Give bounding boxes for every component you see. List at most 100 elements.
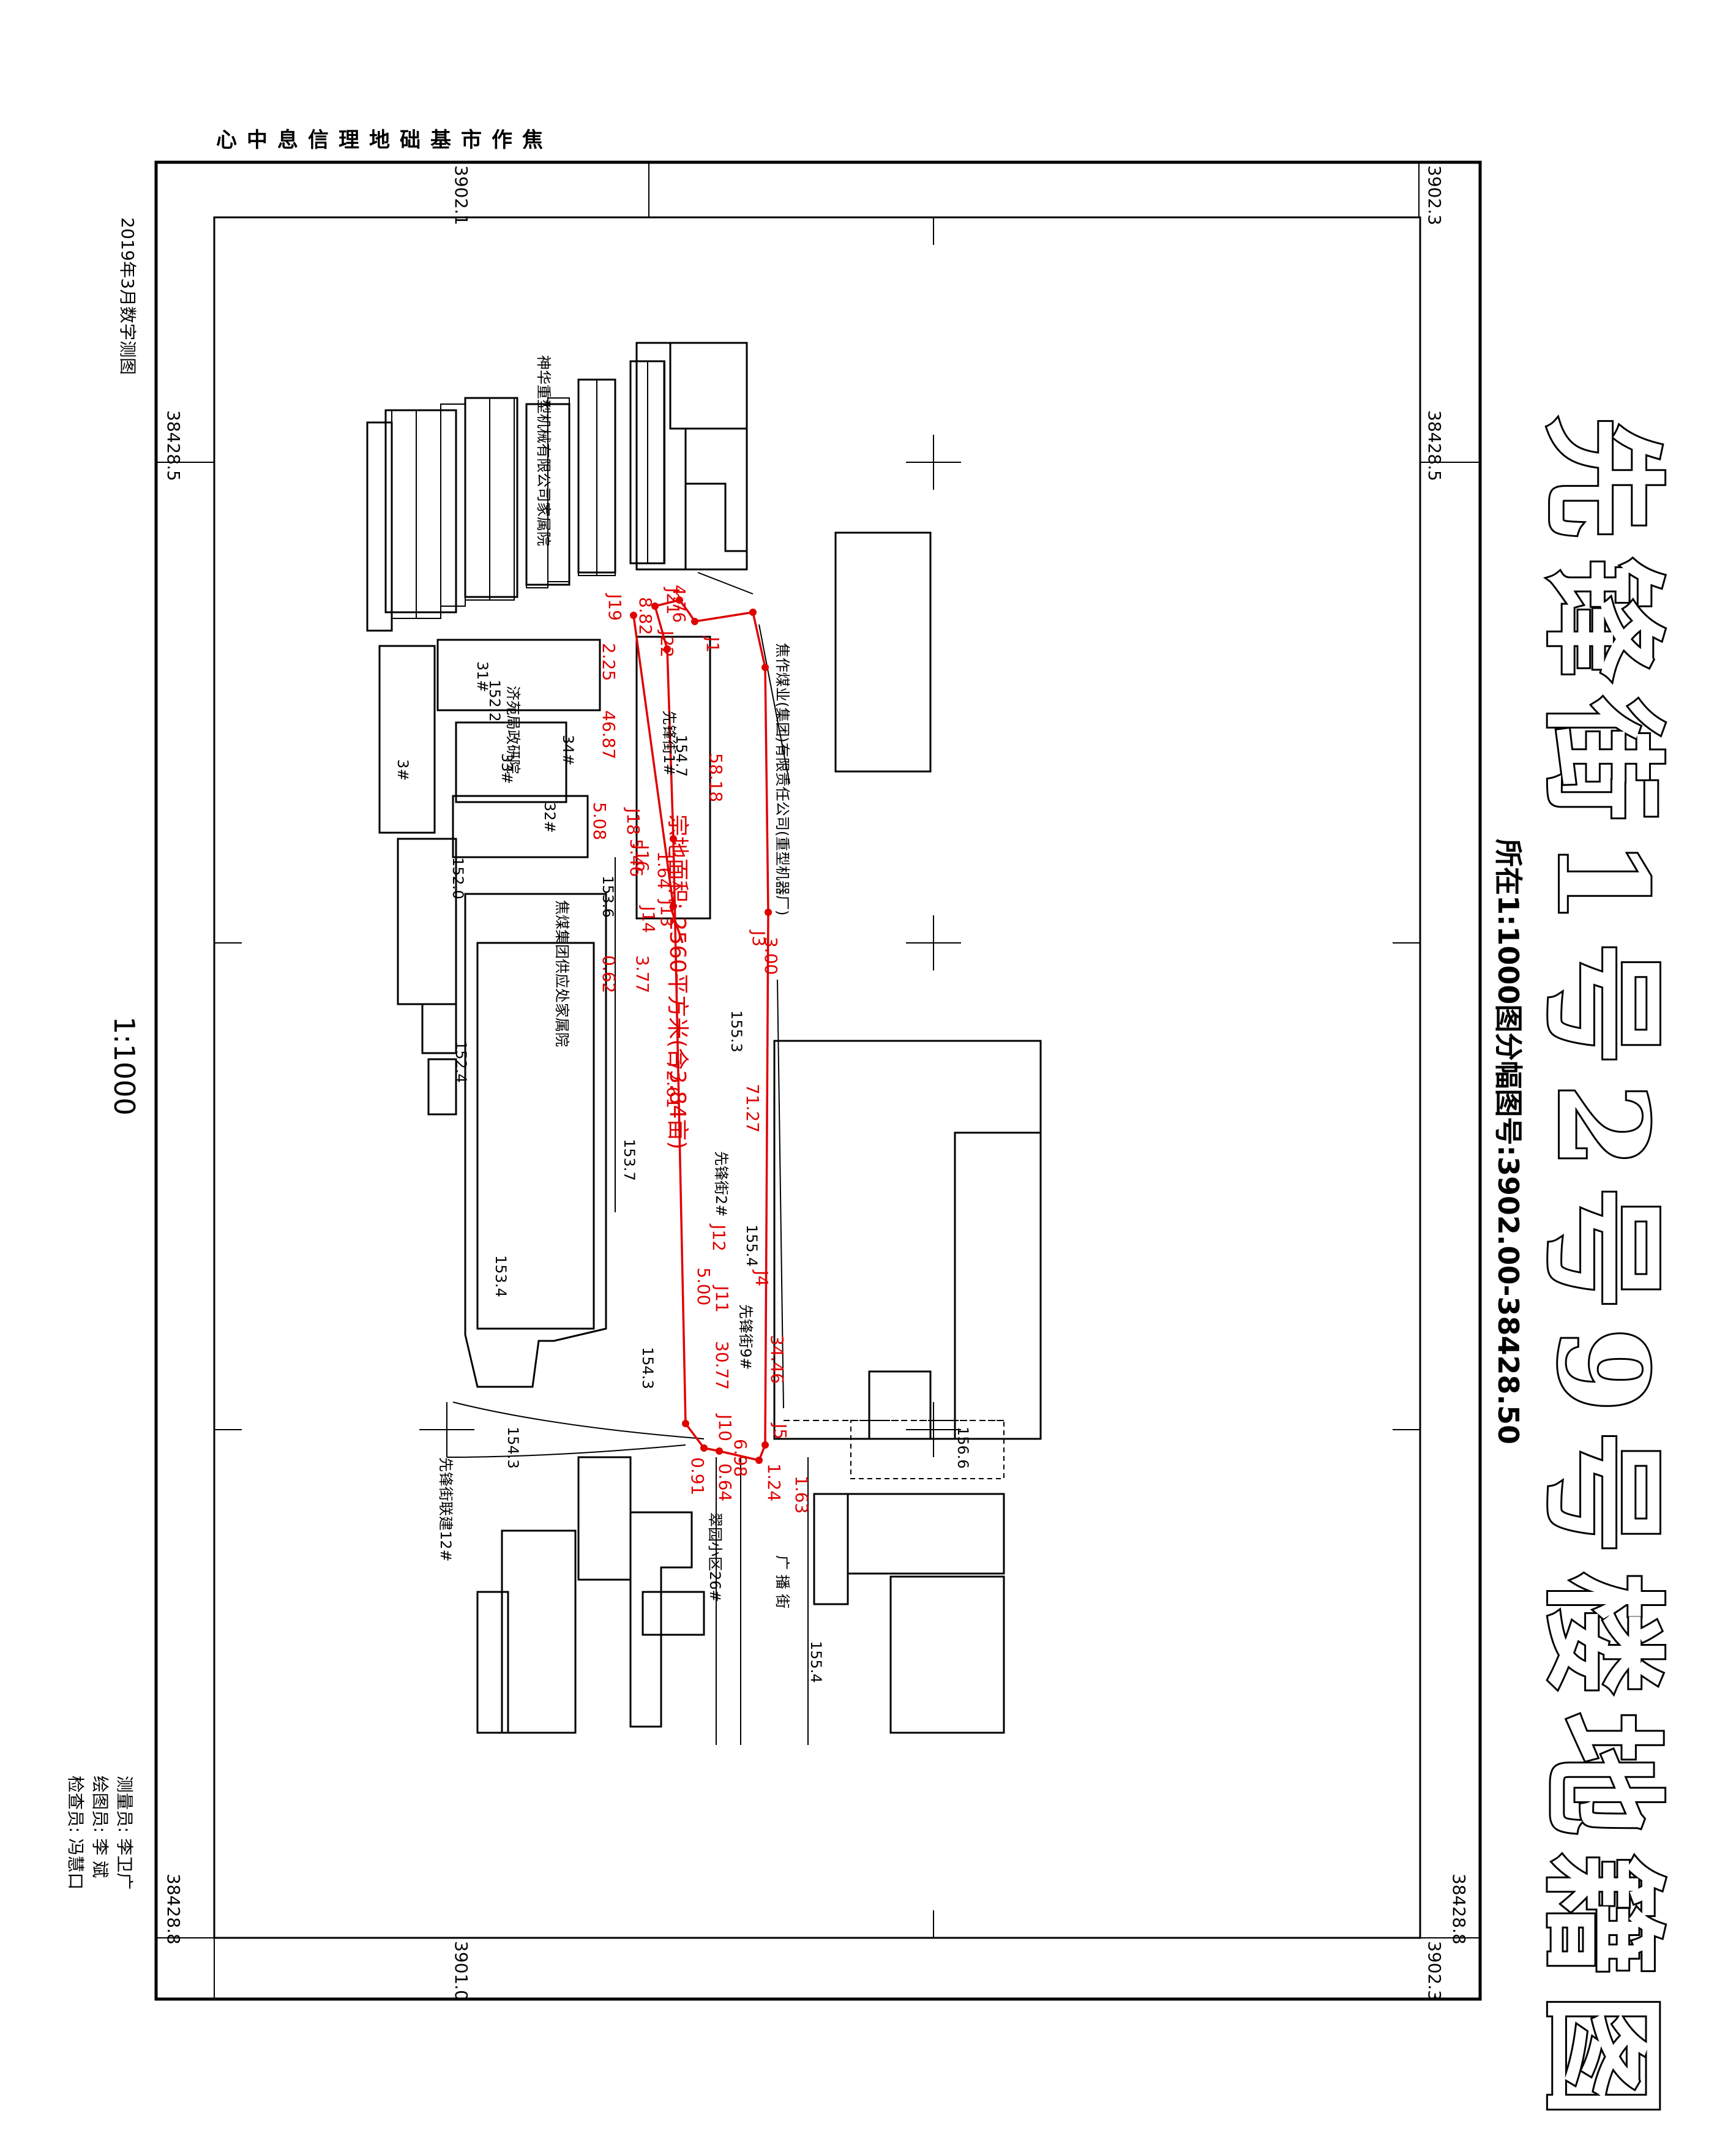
label-b32: 32# — [541, 802, 558, 833]
label-b34: 34# — [559, 735, 577, 766]
point-j10: J10 — [715, 1413, 735, 1441]
scale-label: 1:1000 — [108, 1016, 141, 1116]
road-elev: 155.4 — [807, 1641, 825, 1683]
elev-9: 156.6 — [954, 1427, 971, 1469]
point-j16: J16 — [632, 844, 653, 872]
label-b33: 33# — [498, 753, 515, 784]
label-bldg9: 先锋街9# — [737, 1304, 754, 1370]
edge-5-00: 5.00 — [694, 1267, 714, 1305]
institution-name: 焦 作 市 基 础 地 理 信 息 中 心 — [202, 122, 545, 159]
edge-0-91: 0.91 — [687, 1457, 708, 1495]
residential-grid — [367, 361, 665, 631]
outer-frame — [154, 160, 1482, 2001]
edge-1-64: 1.64 — [654, 851, 674, 889]
label-yard-center: 济苑局政研院 — [504, 686, 522, 774]
edge-1-24: 1.24 — [764, 1463, 784, 1501]
grid-label-right-bottom: 38428.8 — [1449, 1874, 1469, 1945]
checker: 检查员: 冯慧口 — [65, 1776, 86, 1890]
parcel-labels: 宗地面积: 2560平方米(合3.84亩) 58.18 71.27 34.46 … — [589, 585, 812, 1514]
point-j3: J3 — [749, 929, 769, 947]
edge-58-18: 58.18 — [706, 753, 726, 802]
point-j14: J14 — [638, 905, 659, 933]
point-j5: J5 — [770, 1422, 790, 1439]
elev-7: 153.4 — [492, 1255, 509, 1297]
inst-char: 中 — [247, 128, 268, 152]
label-bldg2: 先锋街2# — [713, 1151, 730, 1217]
label-b3: 3# — [394, 759, 411, 781]
elev-6: 152.4 — [452, 1041, 470, 1083]
elev-10: 154.7 — [673, 735, 690, 777]
roads — [446, 572, 1005, 1745]
elev-3: 154.3 — [639, 1347, 656, 1389]
edge-8-82: 8.82 — [635, 597, 656, 635]
edge-6-98: 6.98 — [730, 1439, 750, 1477]
inst-char: 信 — [308, 128, 329, 152]
label-company: 焦作煤业(集团)有限责任公司(重型机器厂) — [774, 643, 791, 915]
edge-3-00: 3.00 — [761, 937, 781, 975]
elev-12: 154.3 — [504, 1427, 522, 1469]
label-b31: 31# — [474, 661, 491, 692]
grid-ticks — [214, 217, 1420, 1938]
inst-char: 地 — [369, 128, 390, 152]
point-j18: J18 — [623, 807, 643, 835]
point-j21: J21 — [663, 587, 683, 615]
grid-label-left-mid: 38428.5 — [163, 410, 184, 481]
inst-char: 基 — [430, 128, 451, 152]
elev-4: 153.7 — [621, 1139, 638, 1181]
edge-30-77: 30.77 — [712, 1341, 732, 1390]
inst-char: 础 — [400, 128, 421, 152]
grid-label-bottom-right: 3902.3 — [1424, 1941, 1445, 2001]
edge-1-63: 1.63 — [791, 1476, 812, 1514]
inst-char: 焦 — [522, 128, 543, 152]
edge-71-27: 71.27 — [743, 1084, 763, 1133]
point-j12: J12 — [709, 1223, 729, 1251]
elev-2: 155.3 — [728, 1010, 745, 1052]
inst-char: 心 — [216, 128, 237, 152]
survey-date: 2019年3月数字测图 — [118, 217, 138, 375]
point-j4: J4 — [752, 1269, 772, 1286]
elev-8: 152.0 — [449, 857, 466, 899]
parcel-vertices — [630, 596, 772, 1464]
map-title: 先锋街1号2号9号楼地籍图 — [1528, 415, 1676, 2135]
label-xianfeng12: 先锋街联建12# — [437, 1457, 454, 1562]
edge-4-76: 4.76 — [669, 585, 689, 623]
grid-label-right-mid: 38428.5 — [1424, 410, 1445, 481]
point-j13: J13 — [657, 899, 677, 927]
edge-0-64: 0.64 — [715, 1463, 735, 1501]
map-subtitle: 所在1:1000图分幅图号:3902.00-38428.50 — [1492, 839, 1525, 1444]
edge-0-62: 0.62 — [599, 955, 619, 993]
label-family-yard: 焦煤集团供应处家属院 — [553, 900, 571, 1047]
edge-2-25: 2.25 — [599, 643, 619, 681]
feature-labels: 焦作煤业(集团)有限责任公司(重型机器厂) 先锋街1# 先锋街2# 先锋街9# … — [394, 355, 971, 1683]
label-shenhua: 神华重型机械有限公司家属院 — [535, 355, 552, 546]
inner-frame — [213, 216, 1421, 1939]
inst-char: 息 — [277, 128, 298, 152]
label-cuiyuan: 翠园小区26# — [706, 1512, 724, 1602]
surveyor: 测量员: 李卫广 — [114, 1776, 135, 1890]
label-bldg1: 先锋街1# — [660, 710, 678, 776]
point-j22: J22 — [657, 629, 677, 658]
buildings — [366, 342, 1042, 1734]
elev-1: 155.4 — [743, 1225, 760, 1267]
edge-3-77: 3.77 — [632, 955, 653, 993]
edge-46-87: 46.87 — [599, 710, 619, 759]
point-j1: J1 — [703, 636, 723, 653]
grid-label-top-left: 3902.1 — [451, 165, 471, 225]
edge-5-46: 5.46 — [626, 839, 646, 877]
elev-11: 152.2 — [486, 680, 503, 722]
inst-char: 理 — [339, 128, 359, 152]
edge-34-46: 34.46 — [767, 1335, 787, 1384]
parcel-area-text: 宗地面积: 2560平方米(合3.84亩) — [665, 814, 690, 1149]
grid-label-left-bottom: 38428.8 — [163, 1874, 184, 1945]
inst-char: 市 — [461, 128, 482, 152]
inst-char: 作 — [492, 128, 512, 152]
grid-label-top-right: 3902.3 — [1424, 165, 1445, 225]
grid-label-bottom-left: 3901.0 — [451, 1941, 471, 2001]
elev-5: 153.6 — [599, 876, 616, 918]
label-street: 广 播 街 — [774, 1555, 791, 1608]
edge-72-61: 72.61 — [663, 1059, 683, 1108]
point-j11: J11 — [712, 1285, 732, 1313]
edge-5-08: 5.08 — [589, 802, 610, 840]
drafter: 绘图员: 李 斌 — [90, 1776, 110, 1878]
